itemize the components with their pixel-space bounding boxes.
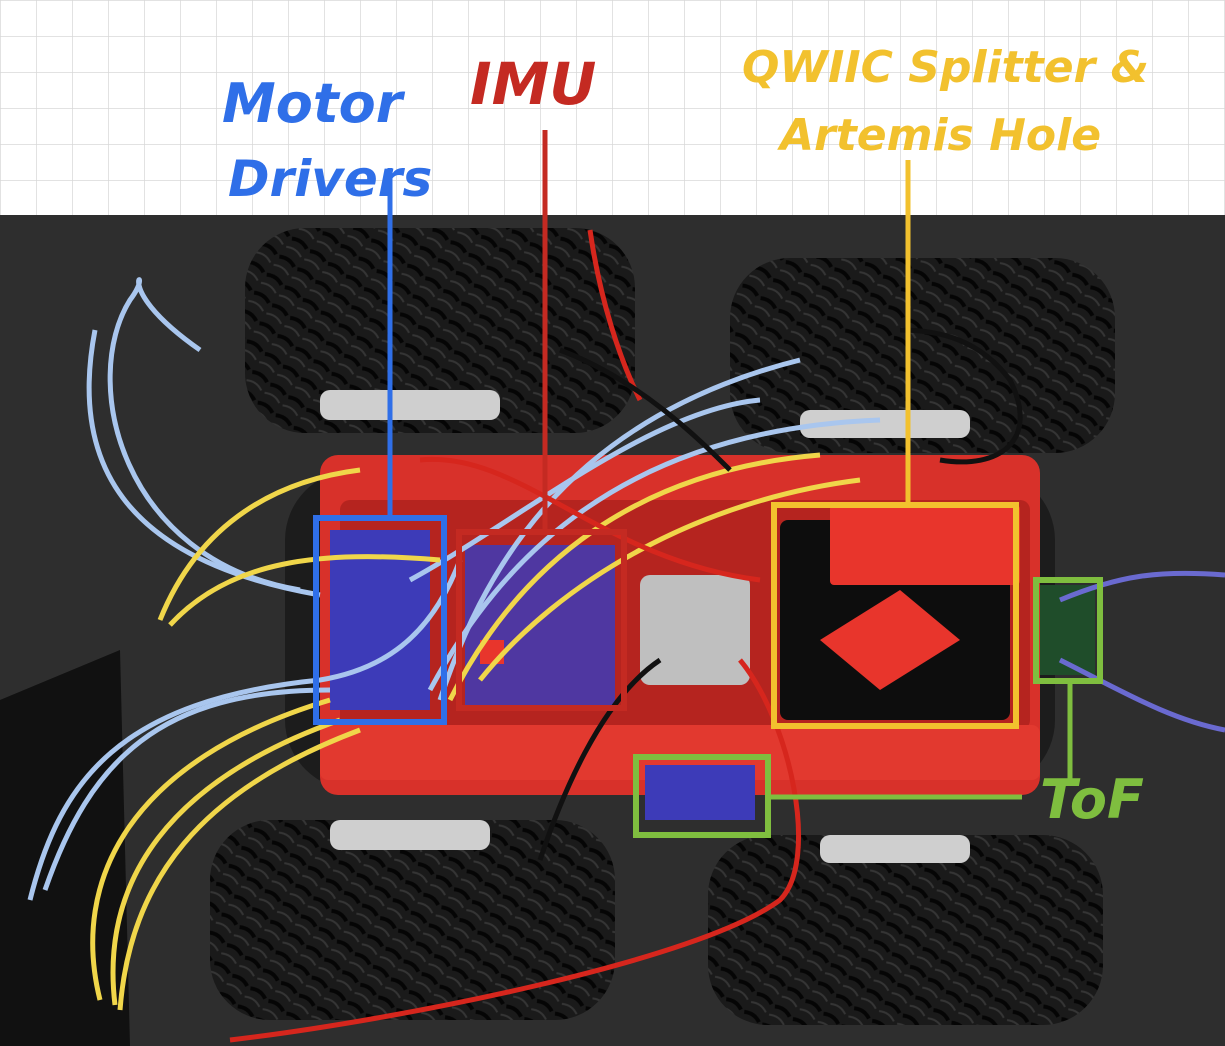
qwiic-label-line2: Artemis Hole [777, 110, 1101, 161]
motor-drivers-label-line2: Drivers [228, 150, 432, 208]
motor-drivers-label-line1: Motor [222, 72, 406, 135]
wheel-front-right [730, 258, 1115, 453]
wheel-rear-right [708, 835, 1103, 1025]
tof-box-rear [633, 754, 771, 838]
qwiic-splitter-board [820, 505, 1020, 690]
imu-board [465, 545, 615, 705]
rear-rail [320, 725, 1040, 780]
table-edge [0, 650, 130, 1046]
tof-sensor-rear [645, 765, 755, 820]
imu-label: IMU [470, 50, 596, 118]
tof-sensor [1040, 585, 1095, 675]
purple-wires [1058, 570, 1225, 733]
motor-drivers-box [313, 515, 447, 725]
blue-wires [27, 277, 881, 901]
imu-box [456, 529, 627, 711]
tof-label: ToF [1040, 768, 1144, 831]
wheel-rear-left [210, 820, 615, 1020]
graph-paper-header [0, 0, 1225, 215]
tof-box-right [1033, 577, 1103, 684]
wheel-front-left [245, 228, 635, 433]
dc-motor [640, 575, 750, 685]
qwiic-box [771, 502, 1019, 729]
qwiic-label-line1: QWIIC Splitter & [742, 42, 1149, 93]
black-wires [537, 327, 1023, 861]
